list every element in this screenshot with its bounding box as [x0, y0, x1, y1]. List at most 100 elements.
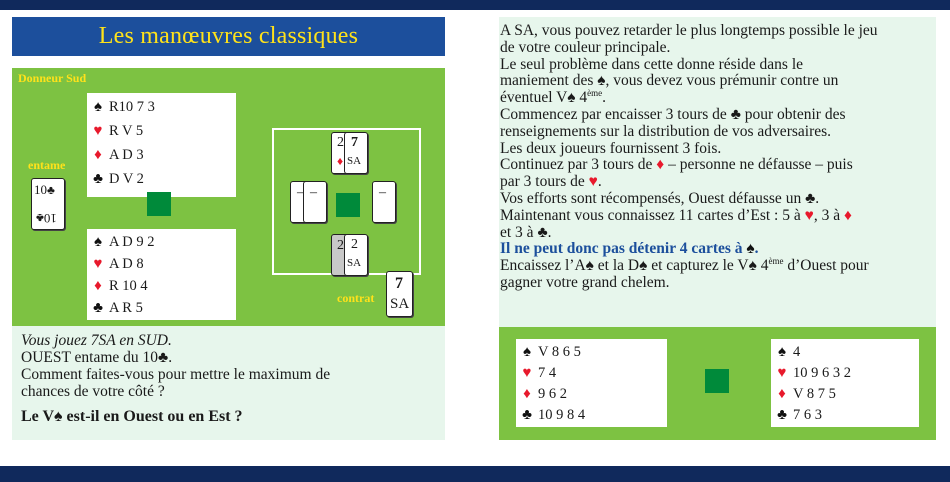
heart-icon: ♥ — [777, 364, 787, 381]
diamond-icon: ♦ — [843, 206, 852, 224]
north-diamonds: A D 3 — [109, 147, 144, 163]
diamond-icon: ♦ — [778, 385, 786, 402]
spade-icon: ♠ — [523, 343, 531, 360]
solution-text-fragment: par 3 tours de — [500, 173, 585, 191]
heart-icon: ♥ — [93, 256, 103, 272]
east-hearts: 10 9 6 3 2 — [793, 364, 851, 381]
heart-icon: ♥ — [588, 173, 598, 191]
bid-card-value: 7 — [351, 135, 358, 150]
lead-card: 10♣ 10♣ — [31, 178, 65, 230]
club-icon: ♣ — [93, 171, 103, 187]
solution-line: maniement des ♠, vous devez vous prémuni… — [500, 72, 936, 90]
solution-text-fragment: – personne ne défausse – puis — [664, 156, 853, 174]
west-clubs: 10 9 8 4 — [538, 406, 586, 423]
solution-text-fragment: et capturez le V — [647, 257, 749, 275]
diamond-icon: ♦ — [94, 147, 102, 163]
west-hand: ♠V 8 6 5 ♥7 4 ♦9 6 2 ♣10 9 8 4 — [516, 339, 667, 427]
east-hand: ♠ 4 ♥ 10 9 6 3 2 ♦ V 8 7 5 ♣ 7 6 3 — [771, 339, 919, 427]
bid-card-value: – — [310, 185, 317, 200]
east-spades: 4 — [793, 343, 801, 360]
superscript: ème — [768, 256, 784, 266]
spade-icon: ♠ — [94, 99, 102, 115]
table-square — [336, 193, 360, 217]
bid-card-value: 2 — [351, 237, 358, 252]
diamond-icon: ♦ — [523, 385, 531, 402]
bid-card: – — [303, 181, 327, 223]
question-part-2: est-il en Ouest ou en Est ? — [62, 408, 243, 425]
club-icon: ♣ — [158, 349, 169, 366]
dealer-label: Donneur Sud — [18, 71, 87, 85]
solution-text-fragment: Commencez par encaisser 3 tours de — [500, 105, 727, 123]
solution-line: Encaissez l’A♠ et la D♠ et capturez le V… — [500, 256, 936, 275]
solution-text-fragment: d’Ouest pour — [783, 257, 869, 275]
superscript: ème — [587, 88, 603, 99]
problem-text: Vous jouez 7SA en SUD. OUEST entame du 1… — [12, 326, 445, 440]
spade-icon: ♠ — [54, 408, 63, 425]
solution-text-fragment: . — [815, 189, 820, 207]
bid-card: 2 SA — [344, 234, 368, 276]
solution-line: Vos efforts sont récompensés, Ouest défa… — [500, 189, 936, 208]
bid-card-value: – — [379, 185, 386, 200]
bid-card: 7 SA — [344, 132, 368, 174]
spade-icon: ♠ — [567, 89, 576, 107]
club-icon: ♣ — [522, 406, 532, 423]
title-banner: Les manœuvres classiques — [12, 17, 445, 56]
solution-text-fragment: 4 — [756, 257, 769, 275]
bid-card-value: 2 — [337, 238, 344, 253]
west-spades: V 8 6 5 — [538, 343, 581, 360]
solution-line: renseignements sur la distribution de vo… — [500, 122, 832, 140]
top-border — [0, 0, 950, 10]
solution-text-fragment: Il ne peut donc pas détenir 4 cartes à — [500, 240, 743, 258]
solution-text-fragment: Continuez par 3 tours de — [500, 156, 653, 174]
spade-icon: ♠ — [746, 240, 755, 258]
problem-line-4: chances de votre côté ? — [21, 383, 165, 400]
page-title: Les manœuvres classiques — [98, 23, 359, 49]
solution-text-fragment: , 3 à — [813, 206, 841, 224]
problem-line-1: Vous jouez 7SA en SUD. — [21, 332, 172, 349]
spade-icon: ♠ — [748, 257, 757, 275]
solution-text: A SA, vous pouvez retarder le plus longt… — [499, 17, 936, 327]
solution-text-fragment: . — [597, 173, 602, 191]
solution-text-fragment: Maintenant vous connaissez 11 cartes d’E… — [500, 206, 801, 224]
bottom-border — [0, 466, 950, 482]
east-diamonds: V 8 7 5 — [793, 385, 836, 402]
solution-text-fragment: Vos efforts sont récompensés, Ouest défa… — [500, 189, 802, 207]
solution-text-fragment: Encaissez l’A — [500, 257, 586, 275]
north-spades: R10 7 3 — [109, 99, 155, 115]
north-hand: ♠R10 7 3 ♥R V 5 ♦A D 3 ♣D V 2 — [87, 93, 236, 197]
spade-icon: ♠ — [778, 343, 786, 360]
contract-strain: SA — [390, 296, 410, 312]
heart-icon: ♥ — [522, 364, 532, 381]
solution-text-fragment: maniement des — [500, 72, 594, 90]
solution-line: Commencez par encaisser 3 tours de ♣ pou… — [500, 105, 936, 124]
club-icon: ♣ — [805, 189, 816, 207]
solution-text-fragment: 4 — [575, 89, 588, 107]
club-icon: ♣ — [777, 406, 787, 423]
solution-line: Il ne peut donc pas détenir 4 cartes à ♠… — [500, 240, 936, 258]
spade-icon: ♠ — [597, 72, 606, 90]
lead-card-rank-inverted: 10 — [43, 211, 57, 226]
north-hearts: R V 5 — [109, 123, 144, 139]
problem-line-2-text: OUEST entame du 10 — [21, 349, 159, 366]
south-hand: ♠A D 9 2 ♥A D 8 ♦R 10 4 ♣A R 5 — [87, 229, 236, 320]
question-part-1: Le V — [21, 408, 55, 425]
solution-line: gagner votre grand chelem. — [500, 273, 670, 291]
club-icon: ♣ — [47, 183, 55, 197]
table-square — [147, 192, 171, 216]
south-hearts: A D 8 — [109, 256, 144, 272]
bid-card-strain: SA — [347, 155, 362, 167]
solution-text-fragment: et 3 à — [500, 223, 534, 241]
solution-text-fragment: , vous devez vous prémunir contre un — [605, 72, 839, 90]
problem-question: Le V♠ est-il en Ouest ou en Est ? — [21, 408, 445, 425]
bid-card-value: – — [297, 185, 304, 200]
west-diamonds: 9 6 2 — [538, 385, 567, 402]
spade-icon: ♠ — [585, 257, 594, 275]
spade-icon: ♠ — [639, 257, 648, 275]
bid-card-value: 2 — [337, 135, 344, 150]
solution-line: par 3 tours de ♥. — [500, 173, 936, 191]
solution-text-fragment: éventuel V — [500, 89, 568, 107]
spade-icon: ♠ — [94, 234, 102, 250]
club-icon: ♣ — [537, 223, 548, 241]
east-clubs: 7 6 3 — [793, 406, 822, 423]
solution-line: Les deux joueurs fournissent 3 fois. — [500, 139, 722, 157]
